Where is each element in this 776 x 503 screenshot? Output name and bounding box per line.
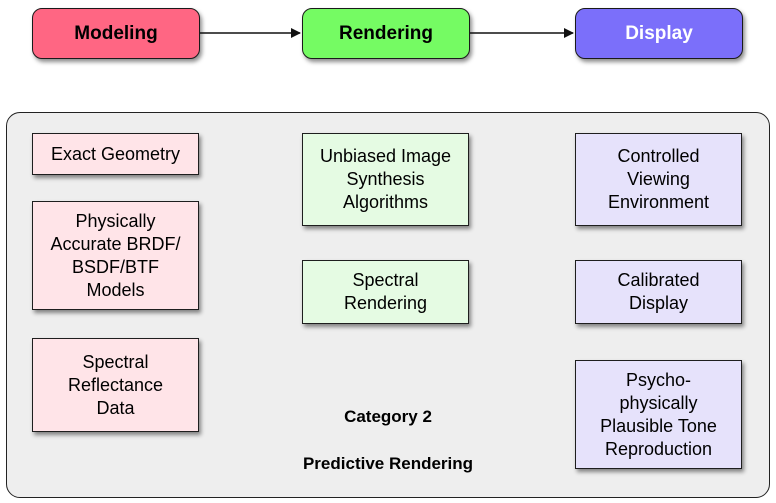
category-label: Category 2 [344, 407, 432, 426]
modeling-stage: Modeling [32, 8, 200, 59]
modeling-item-spectral-reflectance: Spectral Reflectance Data [32, 338, 199, 432]
rendering-stage: Rendering [302, 8, 470, 59]
display-item-controlled-viewing: Controlled Viewing Environment [575, 133, 742, 226]
display-item-calibrated-display: Calibrated Display [575, 260, 742, 324]
display-stage: Display [575, 8, 743, 59]
rendering-item-unbiased-synthesis: Unbiased Image Synthesis Algorithms [302, 133, 469, 226]
modeling-item-exact-geometry: Exact Geometry [32, 133, 199, 175]
display-item-tone-reproduction: Psycho- physically Plausible Tone Reprod… [575, 360, 742, 469]
panel-title: Predictive Rendering [302, 454, 474, 473]
modeling-item-brdf-models: Physically Accurate BRDF/ BSDF/BTF Model… [32, 201, 199, 310]
rendering-item-spectral-rendering: Spectral Rendering [302, 260, 469, 324]
